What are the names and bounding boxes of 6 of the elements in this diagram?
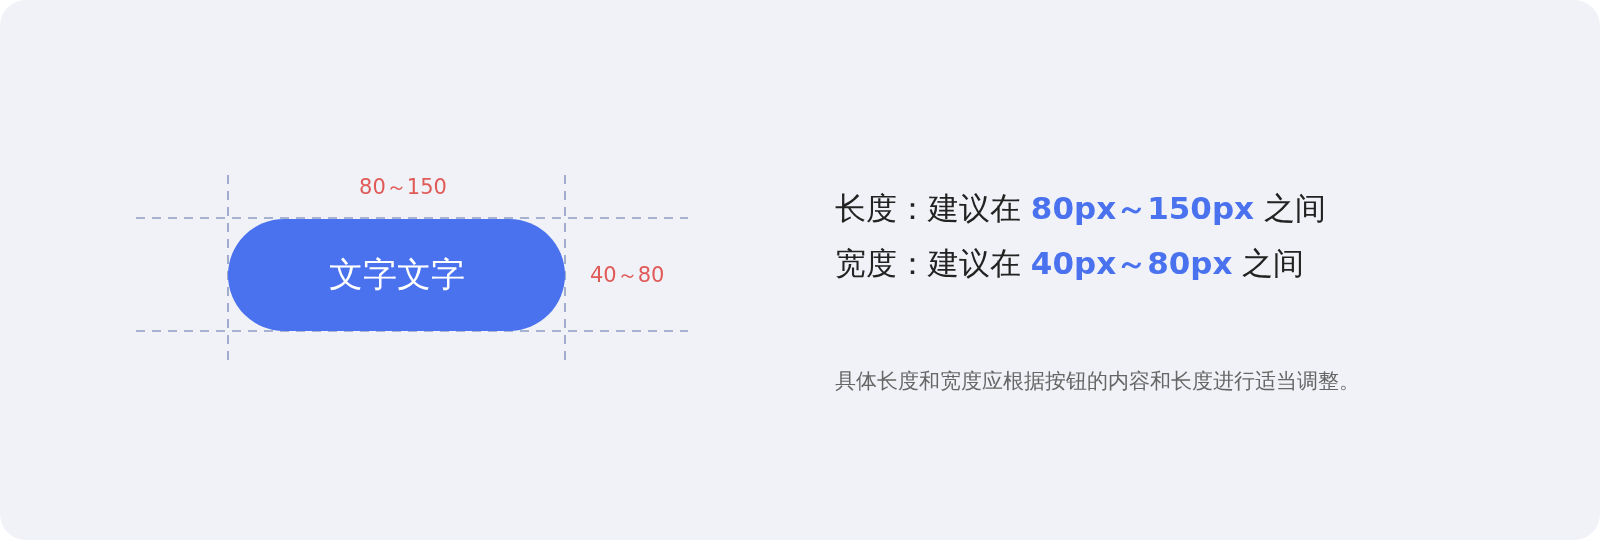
spec-text: 长度：建议在 80px～150px 之间 (835, 190, 1326, 228)
dimension-label: 40～80 (590, 263, 665, 289)
pill-button: 文字文字 (228, 219, 565, 331)
note-text: 具体长度和宽度应根据按钮的内容和长度进行适当调整。 (835, 369, 1360, 395)
dimension-label: 80～150 (359, 175, 447, 201)
spec-text: 宽度：建议在 40px～80px 之间 (835, 245, 1305, 283)
